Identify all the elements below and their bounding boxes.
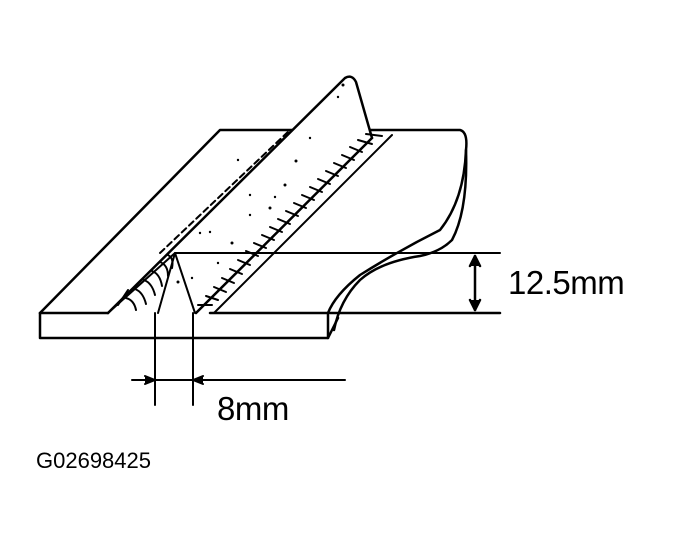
surface-stipple xyxy=(176,83,345,284)
hidden-edge xyxy=(159,129,291,254)
figure-id-label: G02698425 xyxy=(36,448,151,473)
weld-bead-left xyxy=(107,252,176,314)
dimension-height xyxy=(328,254,502,315)
back-plate xyxy=(38,128,468,340)
dimension-width-label: 8mm xyxy=(217,390,289,427)
weld-bead-right xyxy=(195,133,393,314)
weld-root xyxy=(157,252,501,314)
dimension-width xyxy=(131,312,346,406)
dimension-height-label: 12.5mm xyxy=(508,264,625,301)
base-plate xyxy=(38,311,340,340)
